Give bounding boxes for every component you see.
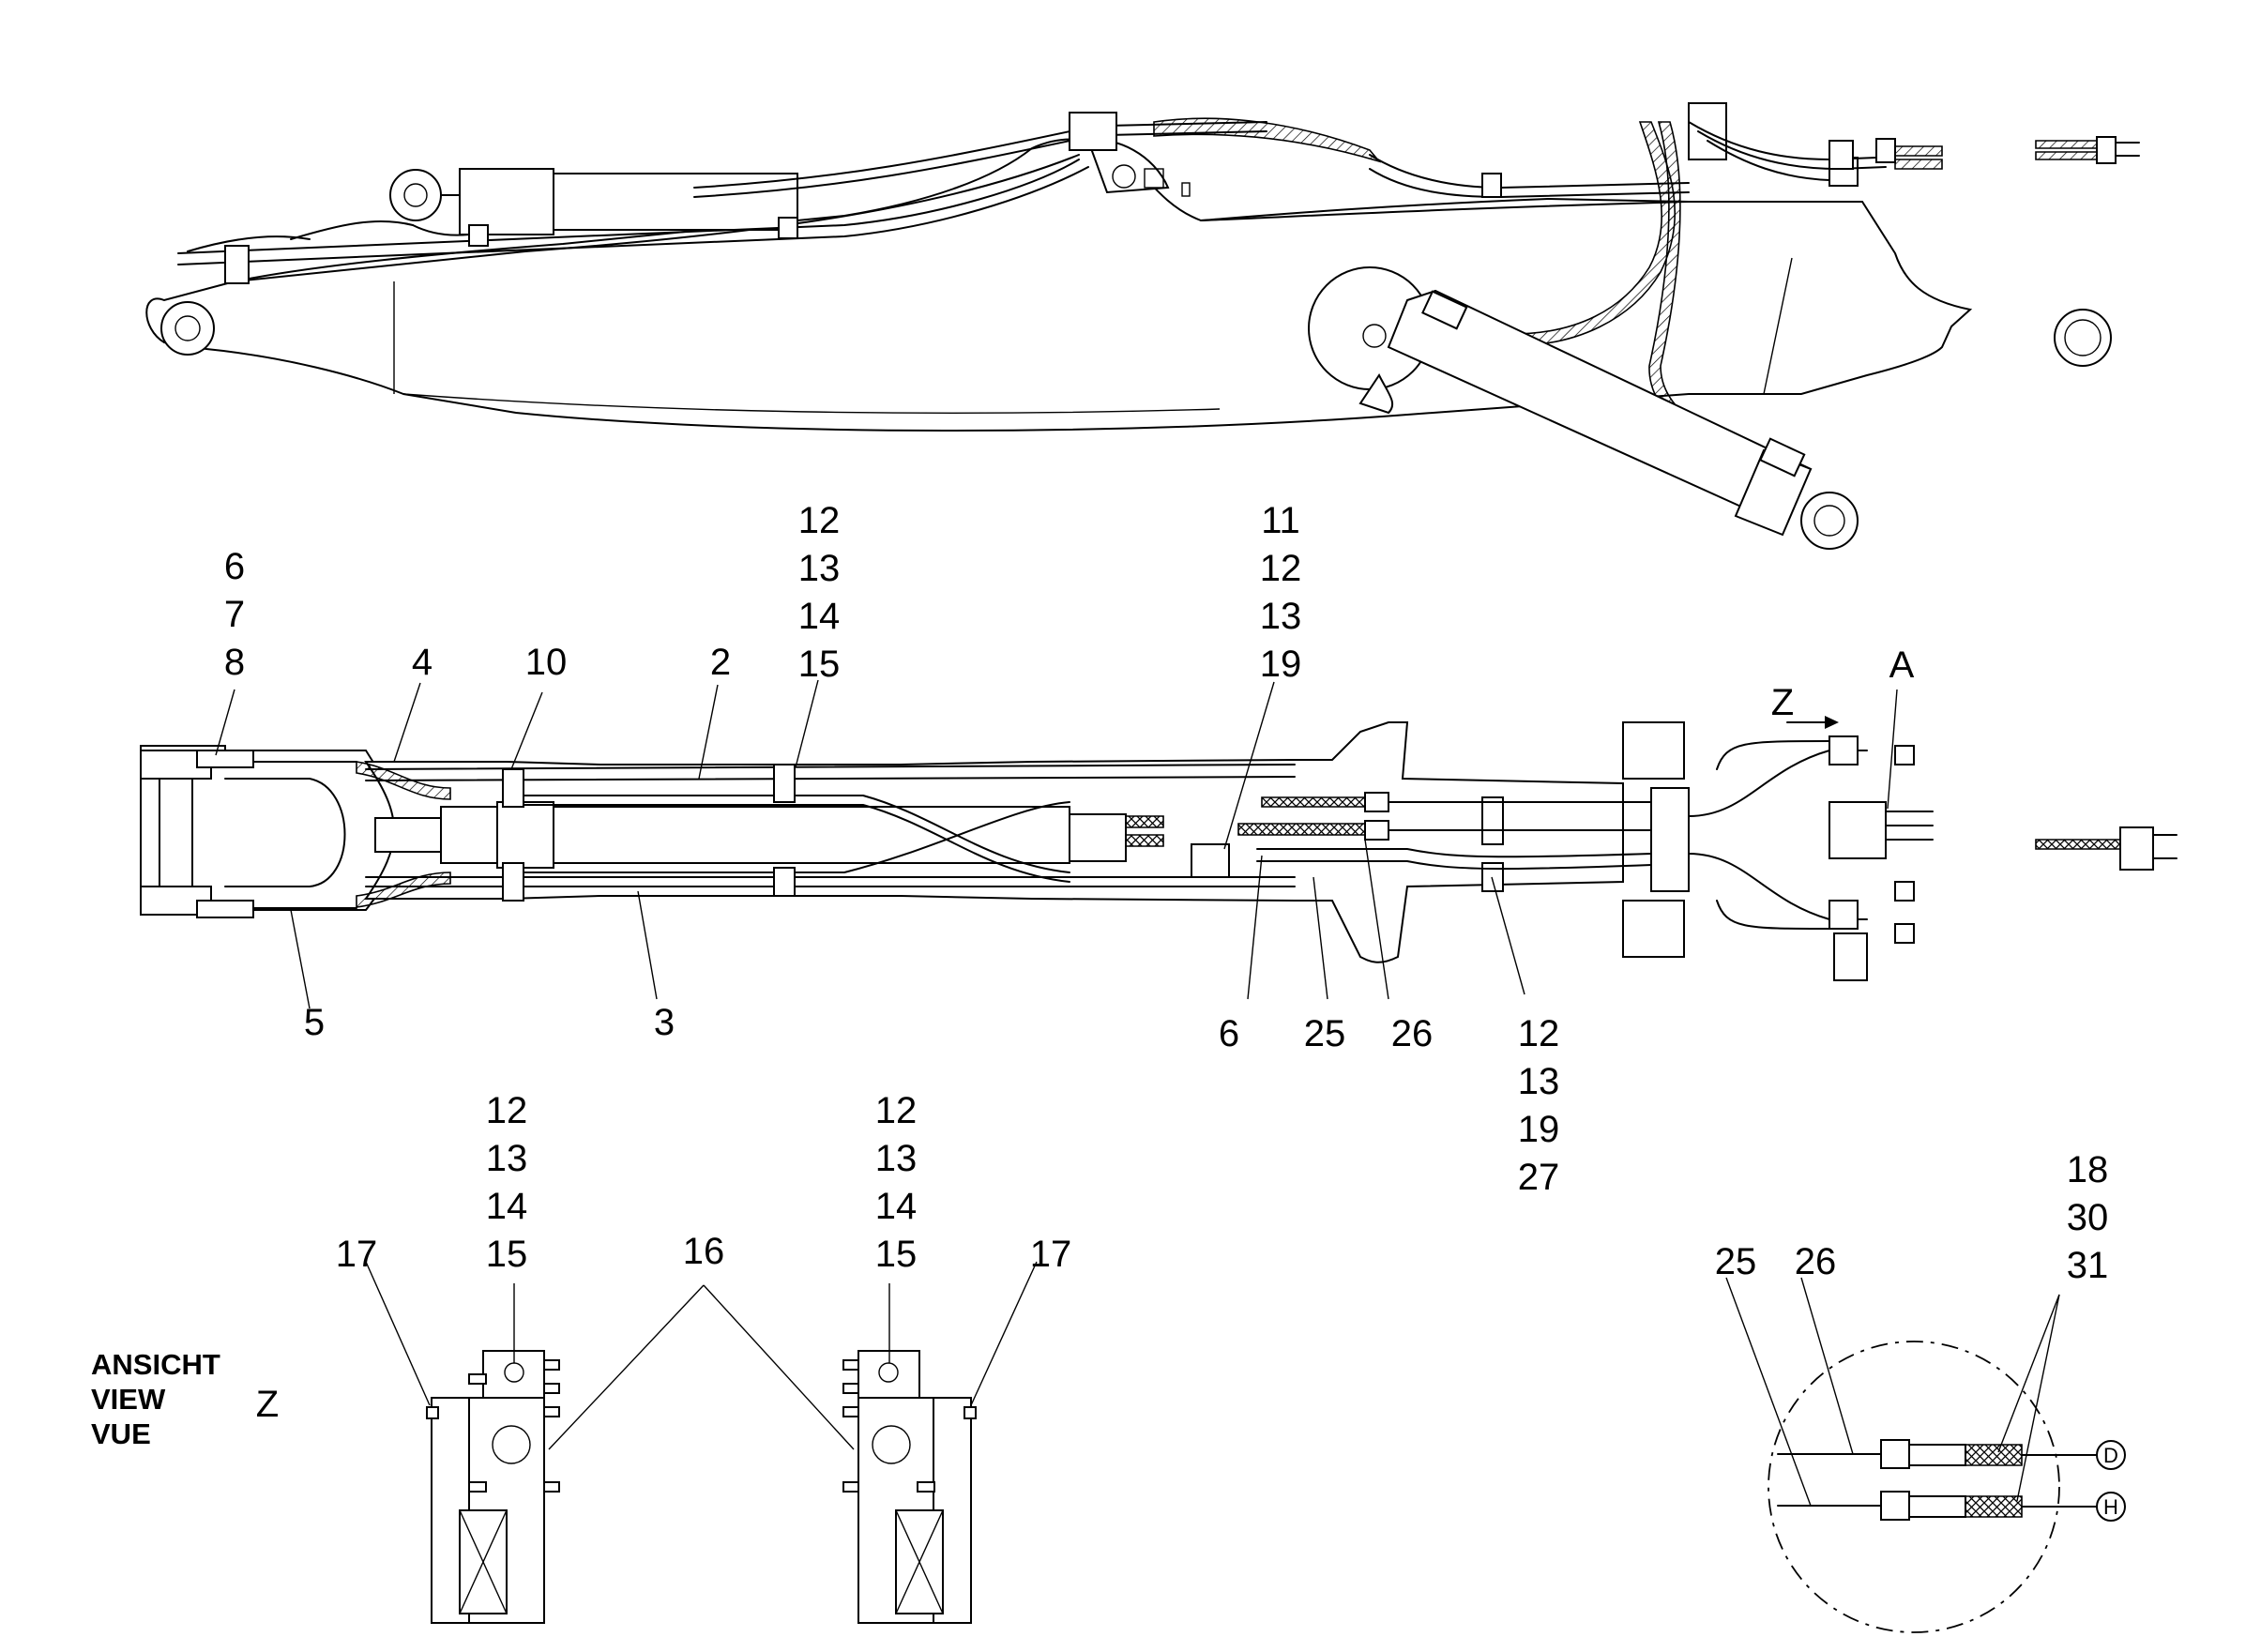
callout-15-zl: 15 (486, 1234, 528, 1275)
callout-12-zr: 12 (875, 1090, 918, 1131)
callout-10: 10 (525, 642, 568, 683)
callout-18: 18 (2067, 1149, 2109, 1190)
callout-15-top: 15 (798, 644, 841, 685)
callout-19-mid: 19 (1518, 1109, 1560, 1150)
callout-17-right: 17 (1030, 1234, 1072, 1275)
callout-3: 3 (654, 1002, 675, 1043)
arm-cylinder-plan (440, 806, 498, 864)
callout-12-top: 12 (798, 500, 841, 541)
callout-27: 27 (1518, 1157, 1560, 1198)
callout-14-zr: 14 (875, 1186, 918, 1227)
callout-12-zl: 12 (486, 1090, 528, 1131)
callout-11: 11 (1261, 500, 1300, 541)
callout-13-right: 13 (1260, 596, 1302, 637)
port-d-label: D (2103, 1444, 2118, 1467)
callout-5: 5 (304, 1002, 325, 1043)
callout-25-mid: 25 (1304, 1013, 1346, 1054)
boom-plan-view (140, 716, 2178, 981)
callout-12-right: 12 (1260, 548, 1302, 589)
callout-17-left: 17 (336, 1234, 378, 1275)
boom-upper-edge (234, 154, 1080, 282)
callout-12-mid: 12 (1518, 1013, 1560, 1054)
callout-25-detail: 25 (1715, 1241, 1757, 1282)
detail-circle (1768, 1341, 2060, 1633)
callout-8: 8 (224, 642, 245, 683)
callout-16: 16 (683, 1231, 725, 1272)
callout-6-mid: 6 (1219, 1013, 1239, 1054)
callout-2: 2 (710, 642, 731, 683)
view-title-vue: VUE (91, 1417, 151, 1450)
callout-13-zl: 13 (486, 1138, 528, 1179)
detail-view (1768, 1341, 2126, 1633)
callout-14-top: 14 (798, 596, 841, 637)
port-h-label: H (2103, 1495, 2118, 1519)
view-z-brackets (426, 1350, 977, 1624)
port-h-marker (2096, 1492, 2126, 1522)
view-title-view: VIEW (91, 1383, 166, 1416)
callouts: 6 7 8 4 10 2 12 13 14 15 11 12 13 19 A Z… (91, 500, 2118, 1519)
callout-4: 4 (412, 642, 432, 683)
callout-7: 7 (224, 594, 245, 635)
callout-26-mid: 26 (1391, 1013, 1434, 1054)
callout-31: 31 (2067, 1245, 2109, 1286)
view-letter-z: Z (256, 1384, 279, 1425)
callout-14-zl: 14 (486, 1186, 528, 1227)
callout-13-zr: 13 (875, 1138, 918, 1179)
callout-13-top: 13 (798, 548, 841, 589)
view-title-ansicht: ANSICHT (91, 1348, 220, 1381)
boom-side-view (145, 102, 2140, 550)
callout-19-top: 19 (1260, 644, 1302, 685)
callout-13-mid: 13 (1518, 1061, 1560, 1102)
callout-z-arrow: Z (1771, 682, 1794, 723)
callout-26-detail: 26 (1795, 1241, 1837, 1282)
leader-lines (215, 679, 2060, 1507)
port-d-marker (2096, 1440, 2126, 1470)
arm-cylinder-top (459, 168, 554, 235)
callout-a: A (1889, 644, 1915, 686)
callout-6-top: 6 (224, 546, 245, 587)
callout-15-zr: 15 (875, 1234, 918, 1275)
callout-30: 30 (2067, 1197, 2109, 1238)
boom-rear-edge (1200, 201, 1690, 221)
